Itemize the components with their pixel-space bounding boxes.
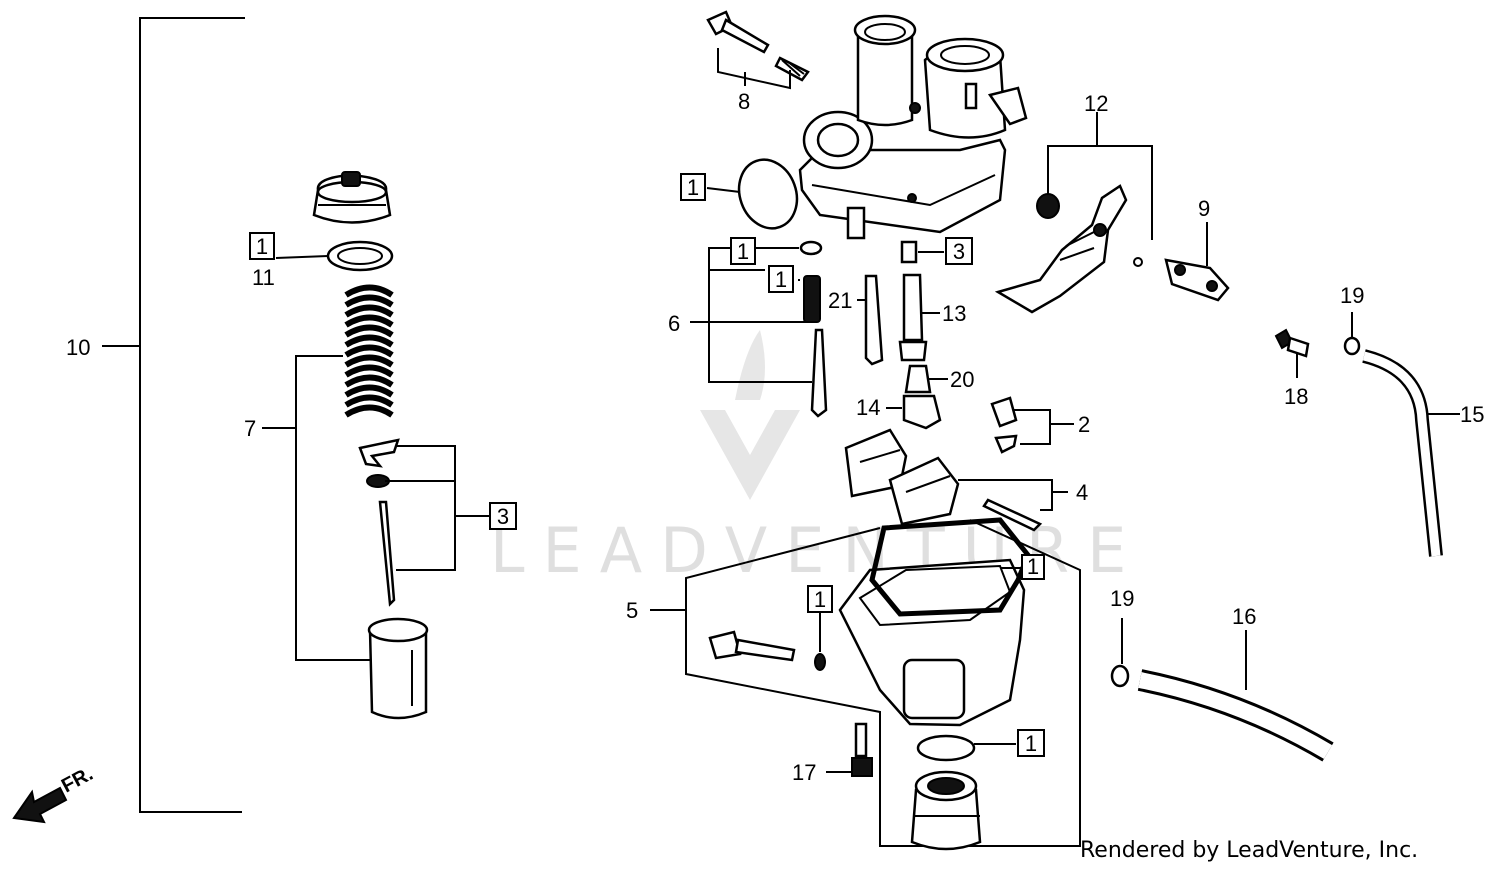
callout-17: 17 — [792, 760, 816, 785]
svg-text:1: 1 — [256, 234, 268, 259]
callout-4: 4 — [1076, 480, 1088, 505]
throttle-slide — [367, 617, 429, 720]
callout-12: 12 — [1084, 91, 1108, 116]
screw-18 — [1274, 328, 1310, 358]
bracket-7 — [295, 355, 370, 661]
callout-7: 7 — [244, 416, 256, 441]
svg-text:1: 1 — [775, 267, 787, 292]
needle-clip — [358, 438, 400, 468]
needle-jet — [900, 240, 918, 264]
boxed-callout-3-right: 3 — [945, 237, 973, 265]
float-valve-seat — [904, 364, 932, 394]
small-o-ring — [799, 240, 823, 256]
pilot-screw — [706, 10, 810, 82]
watermark-text: LEADVENTURE — [490, 514, 1144, 587]
screw-17 — [851, 722, 873, 777]
callout-5: 5 — [626, 598, 638, 623]
callout-11: 11 — [252, 265, 275, 290]
drain-plug — [910, 770, 982, 851]
float-bowl — [838, 558, 1026, 727]
callout-21: 21 — [828, 288, 852, 313]
callout-15: 15 — [1460, 402, 1484, 427]
lever-washer — [1036, 193, 1060, 219]
callout-10: 10 — [66, 335, 90, 360]
callout-13: 13 — [942, 301, 966, 326]
mixture-o-ring — [814, 653, 826, 671]
carburetor-body — [798, 14, 1028, 240]
needle-jet-holder — [810, 328, 828, 418]
svg-text:1: 1 — [737, 239, 749, 264]
svg-text:3: 3 — [497, 504, 509, 529]
svg-text:3: 3 — [953, 239, 965, 264]
svg-text:1: 1 — [687, 175, 699, 200]
emulsion-tube — [902, 273, 924, 342]
boxed-callout-1-bottom: 1 — [1017, 729, 1045, 757]
svg-text:1: 1 — [814, 587, 826, 612]
boxed-callout-1-gasket: 1 — [1021, 554, 1045, 580]
svg-text:1: 1 — [1027, 554, 1039, 579]
jet-needle — [378, 500, 396, 607]
main-jet — [803, 275, 821, 323]
callout-9: 9 — [1198, 196, 1210, 221]
tube-clip-lower — [1110, 664, 1130, 688]
svg-text:1: 1 — [1025, 731, 1037, 756]
spring — [343, 284, 394, 424]
callout-2: 2 — [1078, 412, 1090, 437]
callout-19-upper: 19 — [1340, 283, 1364, 308]
top-cap — [312, 171, 392, 224]
o-ring — [737, 158, 799, 230]
callout-18: 18 — [1284, 384, 1308, 409]
boxed-callout-1-group6-b: 1 — [768, 265, 794, 293]
boxed-callout-3-left: 3 — [489, 502, 517, 530]
bowl-o-ring — [916, 734, 976, 762]
callout-19-lower: 19 — [1110, 586, 1134, 611]
drain-screw — [990, 396, 1018, 428]
float — [844, 428, 1043, 532]
front-label: FR. — [58, 763, 97, 798]
bowl-gasket — [869, 517, 1031, 617]
boxed-callout-1-screw-oring: 1 — [807, 585, 833, 613]
boxed-callout-1-group6-a: 1 — [730, 237, 756, 265]
boxed-callout-1-left: 1 — [249, 232, 275, 260]
credit-line: Rendered by LeadVenture, Inc. — [1080, 838, 1419, 863]
slow-jet — [864, 274, 884, 366]
boxed-callout-1-oring: 1 — [680, 173, 706, 201]
callout-8: 8 — [738, 89, 750, 114]
callout-20: 20 — [950, 367, 974, 392]
choke-lever — [994, 184, 1128, 314]
callout-16: 16 — [1232, 604, 1256, 629]
cable-holder — [1164, 258, 1230, 302]
callout-14: 14 — [856, 395, 880, 420]
tube-clip-upper — [1343, 336, 1361, 356]
mixture-screw — [708, 630, 796, 662]
float-valve — [902, 394, 942, 430]
left-bracket-10 — [102, 17, 245, 813]
callout-6: 6 — [668, 311, 680, 336]
front-direction-arrow: FR. — [12, 763, 97, 824]
